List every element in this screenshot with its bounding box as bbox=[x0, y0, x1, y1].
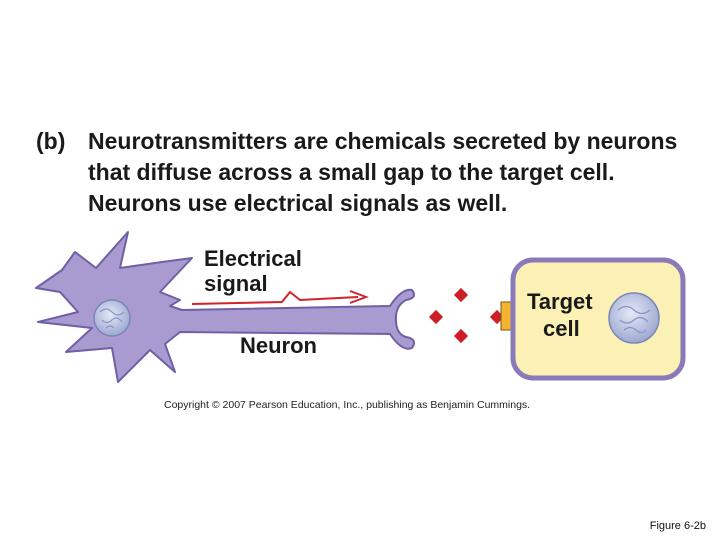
figure-label: Figure 6-2b bbox=[649, 520, 706, 532]
caption-body: Neurotransmitters are chemicals secreted… bbox=[88, 126, 698, 219]
neuron-label: Neuron bbox=[240, 333, 317, 358]
electrical-signal-arrow bbox=[191, 290, 369, 305]
target-cell-label-2: cell bbox=[543, 316, 580, 341]
neuron-nucleus bbox=[93, 299, 131, 337]
copyright-notice: Copyright © 2007 Pearson Education, Inc.… bbox=[164, 399, 531, 411]
neurotransmitter-molecules bbox=[428, 287, 505, 344]
caption-term: Neurotransmitters bbox=[88, 128, 288, 154]
target-cell-label-1: Target bbox=[527, 289, 593, 314]
neuron-body bbox=[35, 231, 415, 383]
caption-text: are chemicals secreted by neurons that d… bbox=[88, 128, 678, 216]
target-cell-nucleus bbox=[608, 292, 660, 344]
neurotransmitter bbox=[453, 287, 469, 303]
electrical-signal-label-2: signal bbox=[204, 271, 268, 296]
neurotransmitter bbox=[428, 309, 444, 325]
part-label: (b) bbox=[36, 128, 66, 154]
neurotransmitter bbox=[453, 328, 469, 344]
target-cell bbox=[510, 257, 686, 381]
electrical-signal-label-1: Electrical bbox=[204, 246, 302, 271]
